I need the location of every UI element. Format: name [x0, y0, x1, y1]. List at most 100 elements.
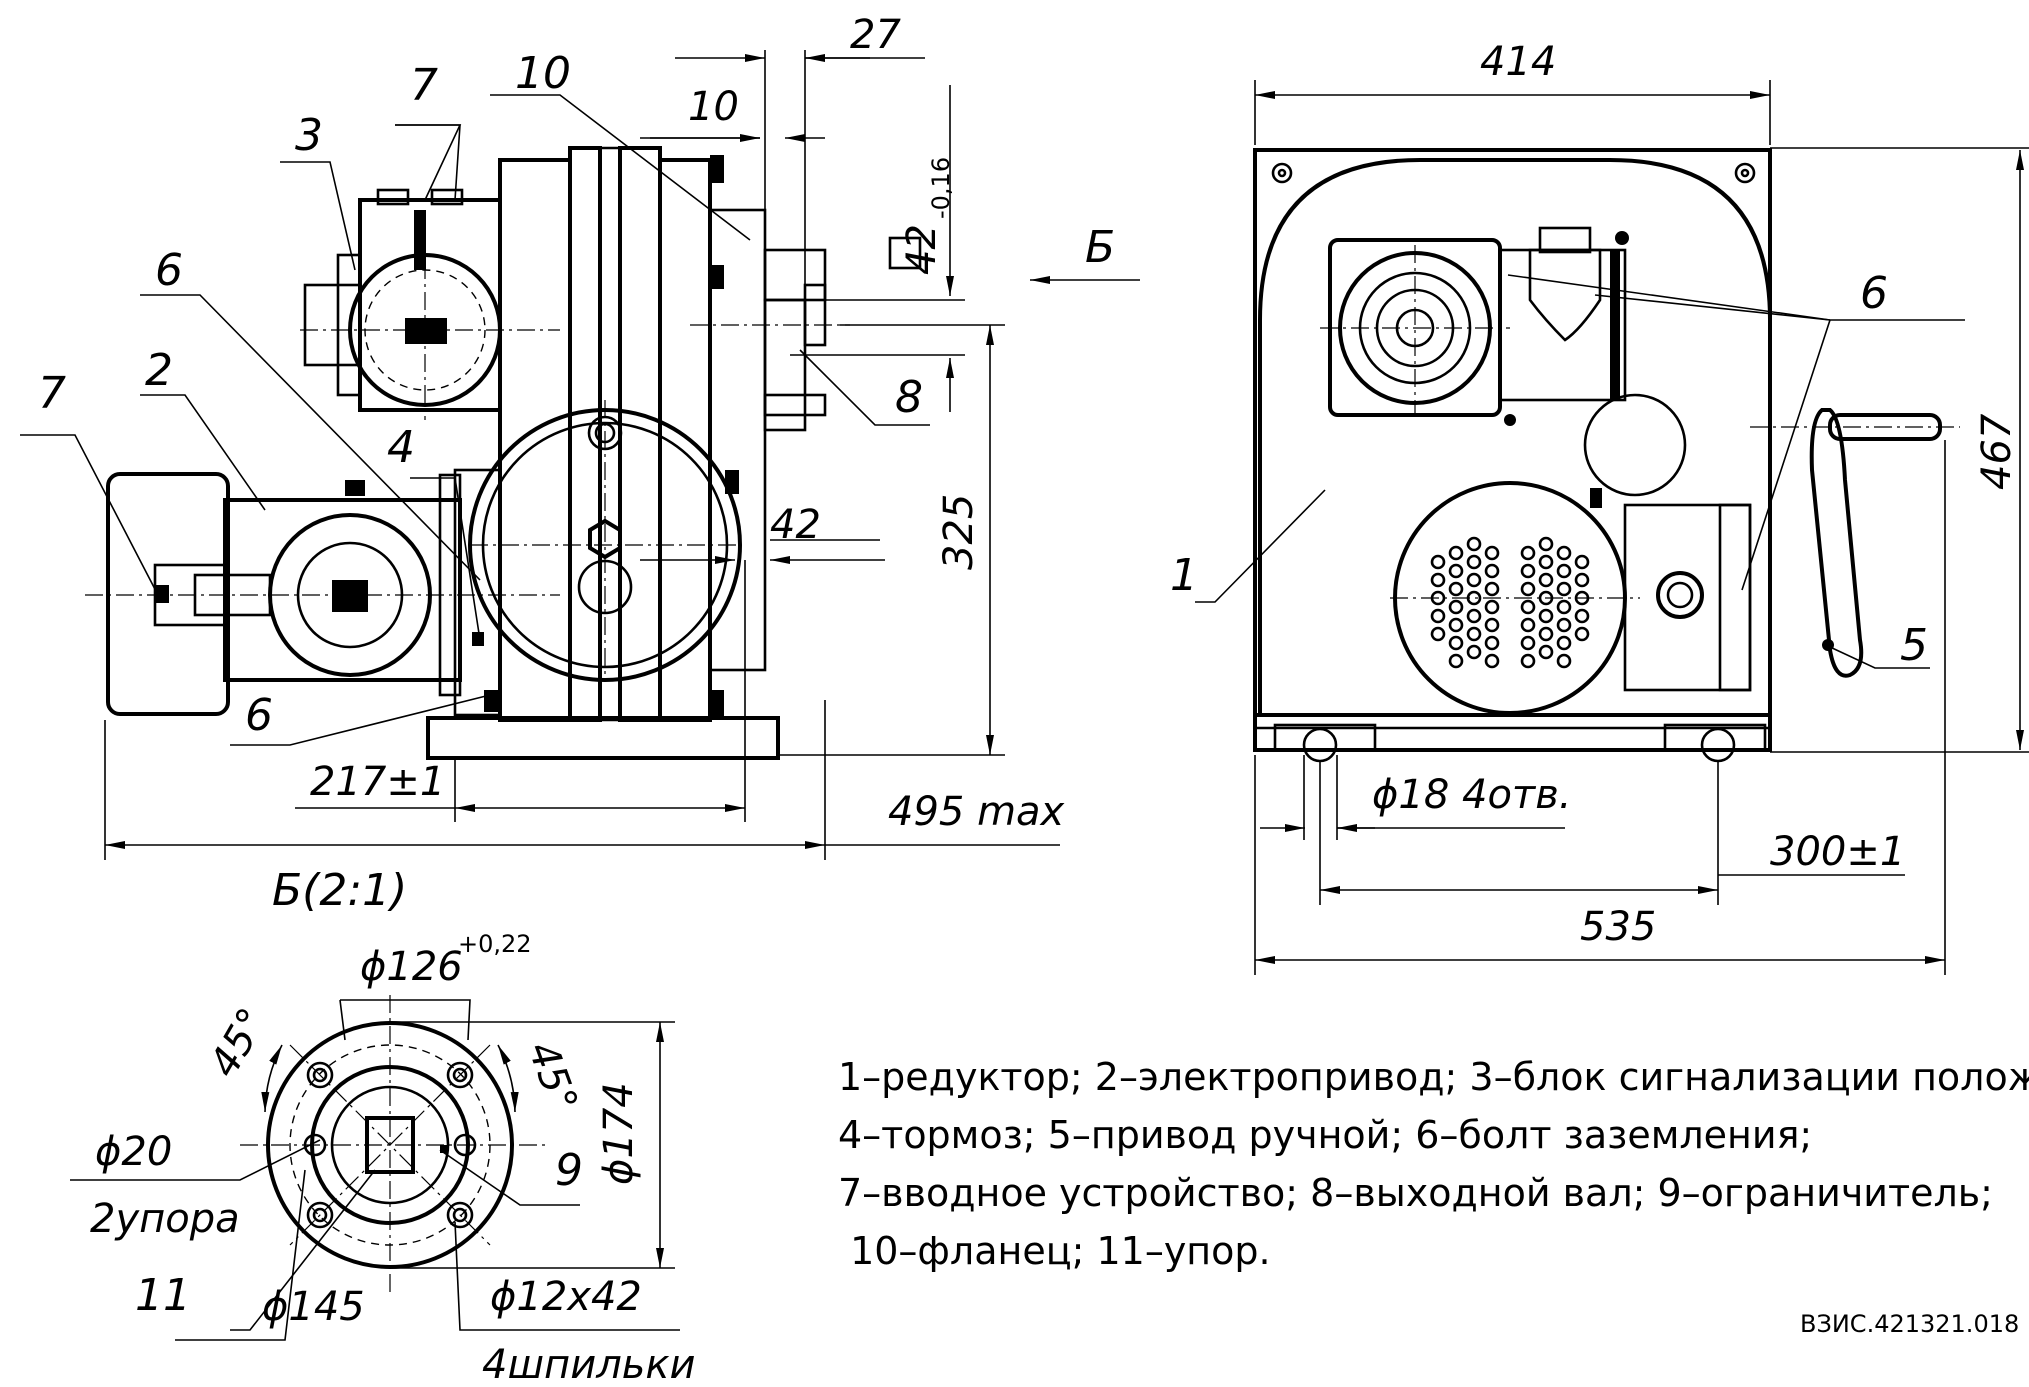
vent-hole	[1556, 599, 1572, 615]
vent-hole	[1466, 536, 1482, 552]
vent-hole	[1520, 545, 1536, 561]
vent-hole	[1538, 572, 1554, 588]
studs-label: 4шпильки	[482, 1342, 696, 1387]
vent-hole	[1448, 545, 1464, 561]
legend-line-3: 7–вводное устройство; 8–выходной вал; 9–…	[838, 1171, 1993, 1215]
document-code: ВЗИС.421321.018 Г	[1800, 1310, 2029, 1338]
vent-hole	[1574, 608, 1590, 624]
dim-495: 495 max	[888, 789, 1065, 835]
vent-hole	[1466, 554, 1482, 570]
vent-hole	[1556, 635, 1572, 651]
motor-cap	[106, 472, 230, 716]
square-symbol	[888, 236, 922, 270]
base-plate	[426, 716, 780, 760]
legend-line-4: 10–фланец; 11–упор.	[838, 1229, 1271, 1273]
vent-hole	[1520, 635, 1536, 651]
callout-9: 9	[555, 1145, 583, 1196]
vent-hole	[1538, 554, 1554, 570]
front-view-leaders	[1195, 274, 1965, 669]
dim-467: 467	[1974, 413, 2020, 490]
legend: 1–редуктор; 2–электропривод; 3–блок сигн…	[838, 1055, 2029, 1273]
dimension-texts: 27 10 42 -0,16 42 325 217±1 495 max 414 …	[95, 12, 2020, 1330]
vent-hole	[1430, 608, 1446, 624]
angle-left: 45°	[201, 1001, 276, 1085]
vent-hole	[1574, 626, 1590, 642]
dim-414: 414	[1480, 39, 1556, 85]
vent-hole	[1574, 572, 1590, 588]
vent-hole	[1520, 653, 1536, 669]
callout-10: 10	[515, 48, 571, 99]
dim-10: 10	[688, 84, 739, 130]
vent-hole	[1448, 599, 1464, 615]
dim-300: 300±1	[1770, 829, 1905, 875]
vent-hole	[1556, 581, 1572, 597]
legend-line-2: 4–тормоз; 5–привод ручной; 6–болт заземл…	[838, 1113, 1812, 1157]
callout-6-bottom: 6	[245, 690, 273, 741]
vent-hole	[1484, 617, 1500, 633]
vent-hole	[1484, 581, 1500, 597]
stop-right	[453, 1133, 477, 1157]
side-view	[85, 146, 850, 760]
vent-hole	[1556, 545, 1572, 561]
callout-6-right: 6	[1860, 268, 1888, 319]
vent-hole	[1538, 626, 1554, 642]
legend-line-1: 1–редуктор; 2–электропривод; 3–блок сигн…	[838, 1055, 2029, 1099]
vent-hole	[1556, 617, 1572, 633]
vent-hole	[1448, 653, 1464, 669]
vent-hole	[1538, 536, 1554, 552]
stops-label: 2упора	[90, 1196, 240, 1242]
vent-hole	[1538, 644, 1554, 660]
flange-dimensions	[70, 999, 680, 1341]
dim-145: ϕ145	[262, 1284, 365, 1330]
vent-hole	[1430, 554, 1446, 570]
front-view-dimensions	[1254, 80, 2029, 975]
dim-20: ϕ20	[95, 1129, 172, 1175]
vent-hole	[1466, 572, 1482, 588]
vent-hole	[1448, 635, 1464, 651]
side-view-dimensions	[104, 50, 1140, 860]
callout-4: 4	[387, 422, 415, 473]
vent-hole	[1430, 626, 1446, 642]
callout-7-left: 7	[38, 368, 66, 419]
vent-hole	[1556, 653, 1572, 669]
dim-126-tolerance: +0,22	[458, 930, 532, 958]
vent-hole	[1520, 617, 1536, 633]
callout-11: 11	[135, 1270, 191, 1321]
dim-42-square: 42	[899, 224, 945, 275]
vent-hole	[1448, 563, 1464, 579]
dim-126: ϕ126	[360, 944, 463, 990]
view-title: Б(2:1)	[272, 865, 407, 916]
vent-hole	[1466, 608, 1482, 624]
stop-left	[303, 1133, 327, 1157]
vent-hole	[1538, 608, 1554, 624]
callout-5: 5	[1900, 620, 1928, 671]
dim-535: 535	[1580, 904, 1656, 950]
vent-hole	[1484, 653, 1500, 669]
dim-27: 27	[850, 12, 901, 58]
callout-8: 8	[895, 372, 923, 423]
flange-studs	[306, 1061, 474, 1229]
callout-2: 2	[145, 345, 173, 396]
vent-hole	[1448, 617, 1464, 633]
angle-right: 45°	[519, 1036, 586, 1118]
vent-hole	[1520, 563, 1536, 579]
front-view	[1253, 148, 1960, 763]
dim-42: 42	[770, 502, 821, 548]
vent-hole	[1484, 545, 1500, 561]
callout-numbers: 7 3 10 6 2 7 4 6 8 1 6 5 9 11 Б Б(2:1) 2…	[38, 48, 1928, 1387]
vent-hole	[1448, 581, 1464, 597]
housing-arch	[1258, 158, 1772, 715]
dim-18: ϕ18 4отв.	[1372, 772, 1572, 818]
flange-view	[240, 995, 545, 1295]
side-view-leaders	[20, 94, 930, 746]
vent-hole	[1520, 581, 1536, 597]
gearbox-housing	[498, 158, 572, 722]
callout-7-top: 7	[410, 60, 438, 111]
vent-hole	[1484, 599, 1500, 615]
dim-174: ϕ174	[596, 1082, 642, 1185]
ventilation-holes	[1430, 536, 1590, 669]
vent-hole	[1430, 572, 1446, 588]
housing-frame	[1253, 148, 1772, 752]
vent-hole	[1466, 644, 1482, 660]
